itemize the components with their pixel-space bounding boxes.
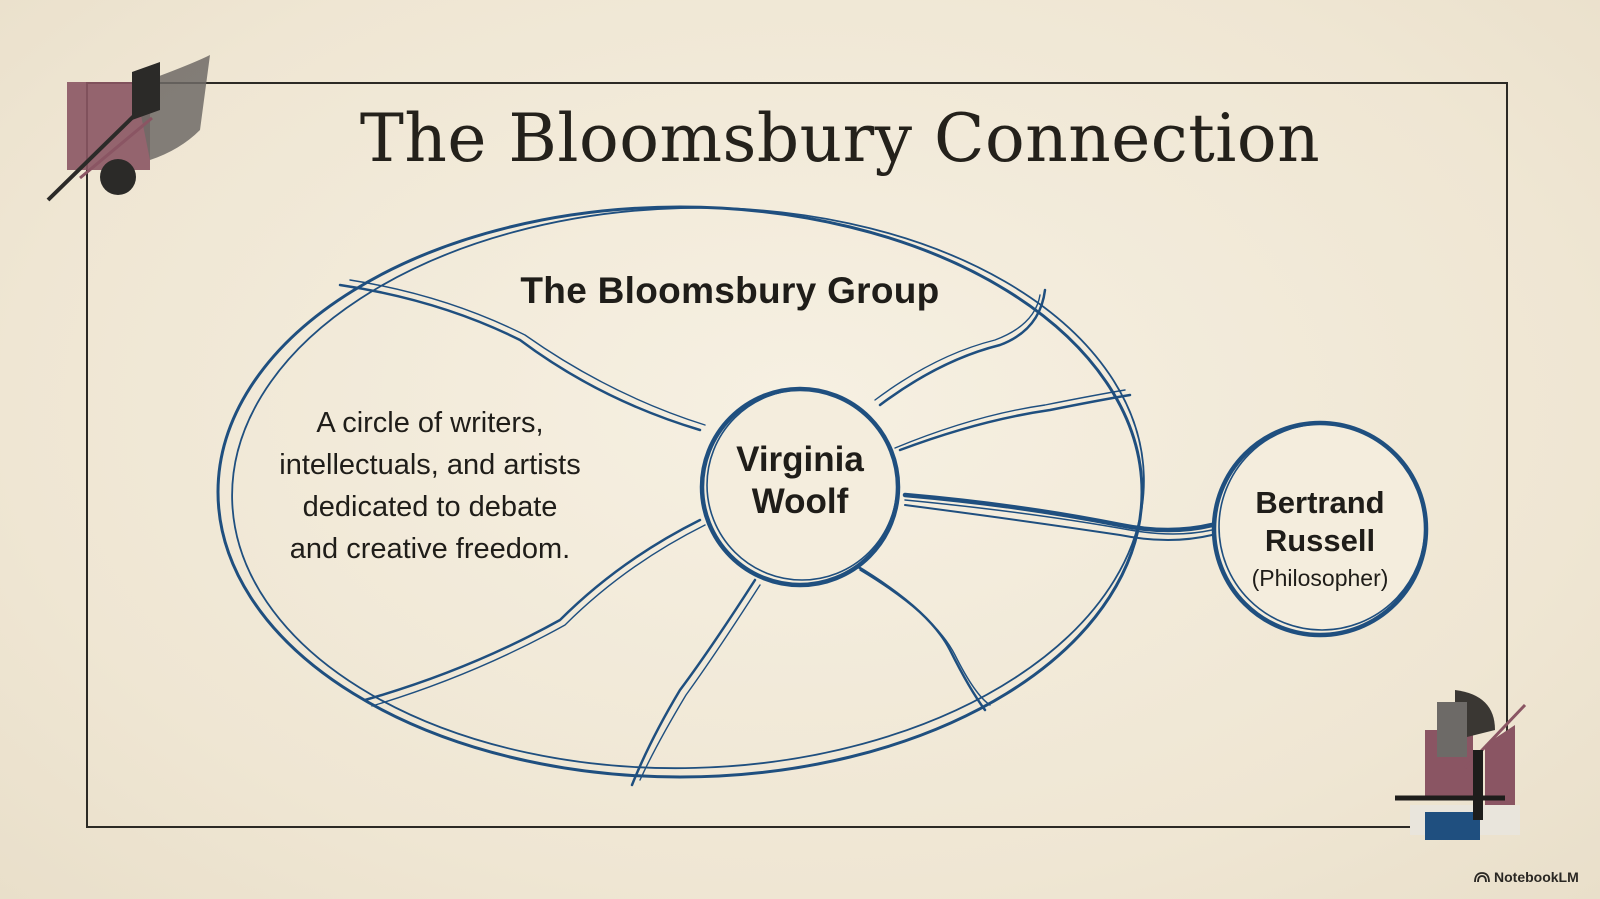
decorative-collage-bottom-right: [1395, 690, 1527, 840]
center-node-label-line: Woolf: [751, 482, 849, 521]
outer-node-role: (Philosopher): [1251, 565, 1389, 591]
center-node-label-line: Virginia: [736, 440, 864, 479]
group-description-line: and creative freedom.: [289, 533, 571, 565]
branch-lower-right: [853, 563, 987, 712]
branch-lower-right-sketch: [859, 569, 991, 706]
group-description-line: intellectuals, and artists: [279, 449, 581, 481]
outer-node-label: Bertrand Russell: [1210, 484, 1430, 560]
group-label: The Bloomsbury Group: [520, 270, 940, 311]
branch-bottom: [630, 578, 757, 787]
center-node-label: Virginia Woolf: [690, 439, 910, 523]
center-node-circle: [699, 386, 901, 588]
branch-lower-left: [363, 518, 702, 702]
branch-lower-left-sketch: [371, 524, 706, 707]
branch-upper-right: [878, 288, 1047, 407]
connection-woolf-russell-sketch: [904, 504, 1213, 541]
branch-right-sketch: [894, 389, 1126, 449]
connection-woolf-russell: [902, 492, 1215, 533]
outer-node-label-line: Bertrand: [1255, 485, 1385, 520]
group-ellipse: [216, 205, 1144, 779]
branch-bottom-sketch: [639, 584, 761, 781]
group-description-line: A circle of writers,: [316, 407, 544, 439]
branding: NotebookLM: [1474, 869, 1579, 885]
group-description-line: dedicated to debate: [302, 491, 558, 523]
decorative-collage-top-left: [46, 55, 210, 202]
branding-label: NotebookLM: [1494, 869, 1579, 885]
branch-right: [898, 393, 1132, 452]
slide-frame: [86, 82, 1508, 828]
group-description: A circle of writers, intellectuals, and …: [230, 402, 630, 570]
group-ellipse-sketch: [231, 206, 1145, 770]
branch-upper-right-sketch: [874, 294, 1041, 401]
branch-upper-left: [338, 283, 702, 432]
notebooklm-logo-icon: [1474, 872, 1490, 883]
slide-title: The Bloomsbury Connection: [359, 100, 1321, 177]
outer-node-circle: [1211, 420, 1429, 638]
outer-node-label-line: Russell: [1264, 523, 1376, 558]
branch-upper-left-sketch: [349, 279, 706, 426]
